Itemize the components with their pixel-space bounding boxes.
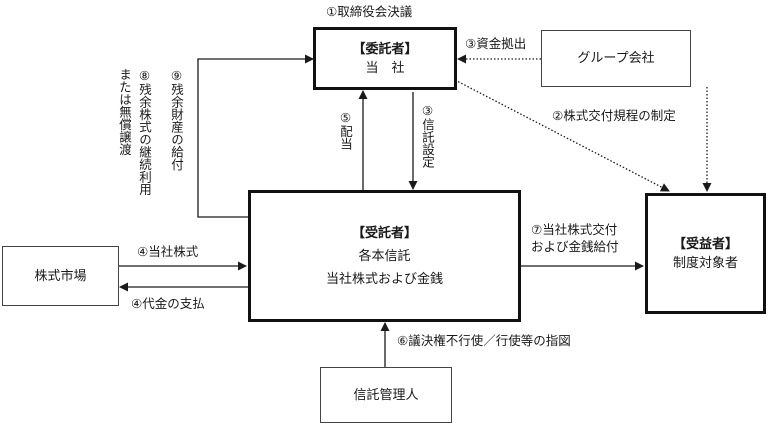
stock-market-name: 株式市場 [34,268,87,284]
label-trust-setup: ③信託設定 [420,103,435,168]
label-board-resolution: ①取締役会決議 [326,4,413,19]
entrustor-title: 【委託者】 [352,41,418,57]
trustee-line2: 当社株式および金銭 [325,271,443,287]
trust-administrator-name: 信託管理人 [353,387,419,403]
label-voting-instruction: ⑥議決権不行使／行使等の指図 [397,333,571,348]
box-trust-administrator: 信託管理人 [320,367,452,423]
label-stock: ④当社株式 [137,244,199,259]
label-delivery-2: および金銭給付 [531,239,619,254]
trustee-title: 【受託者】 [351,225,417,241]
entrustor-name: 当 社 [365,60,405,76]
label-dividend: ⑤配当 [338,110,353,150]
arrow-share-regulation-company [454,79,670,192]
box-stock-market: 株式市場 [2,246,119,306]
label-delivery-1: ⑦当社株式交付 [531,222,618,237]
label-payment: ④代金の支払 [131,296,205,311]
beneficiary-name: 制度対象者 [672,255,738,271]
label-remaining-shares-1: ⑧残余株式の継続利用 [137,68,152,196]
group-company-name: グループ会社 [577,51,655,66]
label-fund-contribution: ③資金拠出 [465,36,527,51]
trustee-line1: 各本信託 [358,248,411,264]
label-residual-assets: ⑨残余財産の給付 [169,68,184,171]
box-beneficiary: 【受益者】 制度対象者 [645,193,766,314]
arrow-residual-assets [197,54,314,218]
box-group-company: グループ会社 [541,30,691,87]
box-entrustor: 【委託者】 当 社 [313,27,457,90]
box-trustee: 【受託者】 各本信託 当社株式および金銭 [248,190,521,322]
label-share-regulation: ②株式交付規程の制定 [552,108,676,123]
label-remaining-shares-2: または無償譲渡 [117,68,132,156]
beneficiary-title: 【受益者】 [672,236,738,252]
